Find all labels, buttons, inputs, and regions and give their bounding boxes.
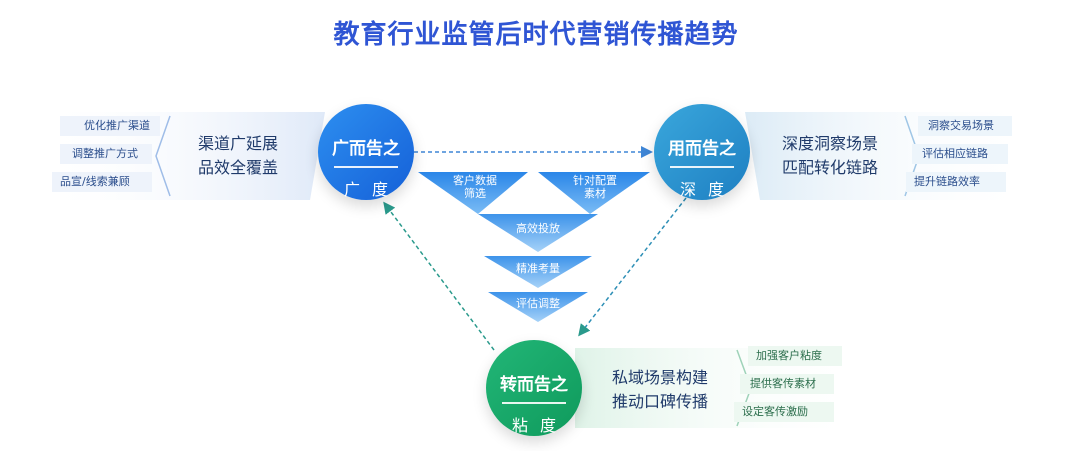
funnel-step-2: [484, 256, 592, 288]
node-breadth-heading: 广而告之: [332, 139, 400, 159]
pill-left-1-bg: [60, 116, 160, 136]
funnel-label-top-right: 针对配置 素材: [560, 174, 630, 200]
funnel-label-top-left-1: 客户数据: [453, 174, 497, 187]
panel-left-line-2: 品效全覆盖: [197, 158, 278, 177]
pill-left-3-bg: [52, 172, 152, 192]
panel-left: [40, 112, 325, 200]
pill-right-1: 洞察交易场景: [928, 119, 994, 132]
pill-bottom-2: 提供客传素材: [750, 377, 816, 390]
pill-bottom-3-bg: [734, 402, 834, 422]
funnel: [418, 172, 650, 322]
node-breadth-sub-2: 度: [371, 180, 388, 199]
funnel-top-left: [418, 172, 528, 214]
funnel-label-step-2: 精准考量: [516, 262, 560, 275]
funnel-label-top-left: 客户数据 筛选: [440, 174, 510, 200]
funnel-label-step-1: 高效投放: [516, 222, 560, 235]
funnel-top-right: [538, 172, 650, 214]
panel-right: [745, 112, 1030, 200]
panel-bottom-line-2: 推动口碑传播: [611, 392, 708, 411]
node-breadth-sub-1: 广: [344, 180, 361, 199]
pill-right-2-bg: [912, 144, 1008, 164]
arrow-stickiness-to-breadth: [383, 201, 495, 351]
funnel-label-step-3: 评估调整: [516, 297, 560, 310]
funnel-label-top-right-1: 针对配置: [573, 174, 617, 187]
panel-left-line-1: 渠道广延展: [197, 134, 278, 153]
panel-bottom: [575, 346, 860, 428]
pill-left-2: 调整推广方式: [72, 147, 138, 160]
pill-right-3-bg: [906, 172, 1006, 192]
pill-bottom-3: 设定客传激励: [742, 405, 808, 418]
node-stickiness-sub-1: 粘: [512, 416, 529, 435]
node-breadth: 广而告之 广度: [318, 104, 414, 200]
pill-left-3: 品宣/线索兼顾: [60, 175, 130, 188]
pill-bottom-1-bg: [748, 346, 842, 366]
page-title: 教育行业监管后时代营销传播趋势: [333, 20, 739, 50]
node-depth: 用而告之 深度: [654, 104, 750, 200]
pill-left-1: 优化推广渠道: [84, 119, 150, 132]
panel-bottom-line-1: 私域场景构建: [611, 368, 708, 387]
panel-bottom-text: 私域场景构建 推动口碑传播: [600, 366, 720, 414]
pill-left-2-bg: [60, 144, 152, 164]
node-stickiness-sub-2: 度: [539, 416, 556, 435]
pill-bottom-2-bg: [740, 374, 834, 394]
pill-right-2: 评估相应链路: [922, 147, 988, 160]
panel-right-line-1: 深度洞察场景: [781, 134, 878, 153]
node-breadth-divider: [334, 166, 398, 168]
pill-bottom-1: 加强客户粘度: [756, 349, 822, 362]
funnel-label-top-right-2: 素材: [584, 187, 606, 200]
funnel-label-top-left-2: 筛选: [464, 187, 486, 200]
node-depth-heading: 用而告之: [668, 139, 736, 159]
node-stickiness: 转而告之 粘度: [486, 340, 582, 436]
arrow-depth-to-stickiness: [578, 197, 687, 337]
funnel-step-1: [478, 214, 598, 252]
panel-left-text: 渠道广延展 品效全覆盖: [178, 132, 298, 180]
pill-right-1-bg: [918, 116, 1012, 136]
node-stickiness-divider: [502, 402, 566, 404]
node-depth-sub-2: 度: [707, 180, 724, 199]
node-stickiness-heading: 转而告之: [500, 375, 568, 395]
pill-right-3: 提升链路效率: [914, 175, 980, 188]
node-depth-divider: [670, 166, 734, 168]
panel-right-text: 深度洞察场景 匹配转化链路: [770, 132, 890, 180]
funnel-step-3: [488, 292, 588, 322]
panel-right-line-2: 匹配转化链路: [781, 158, 878, 177]
node-depth-sub-1: 深: [680, 180, 697, 199]
